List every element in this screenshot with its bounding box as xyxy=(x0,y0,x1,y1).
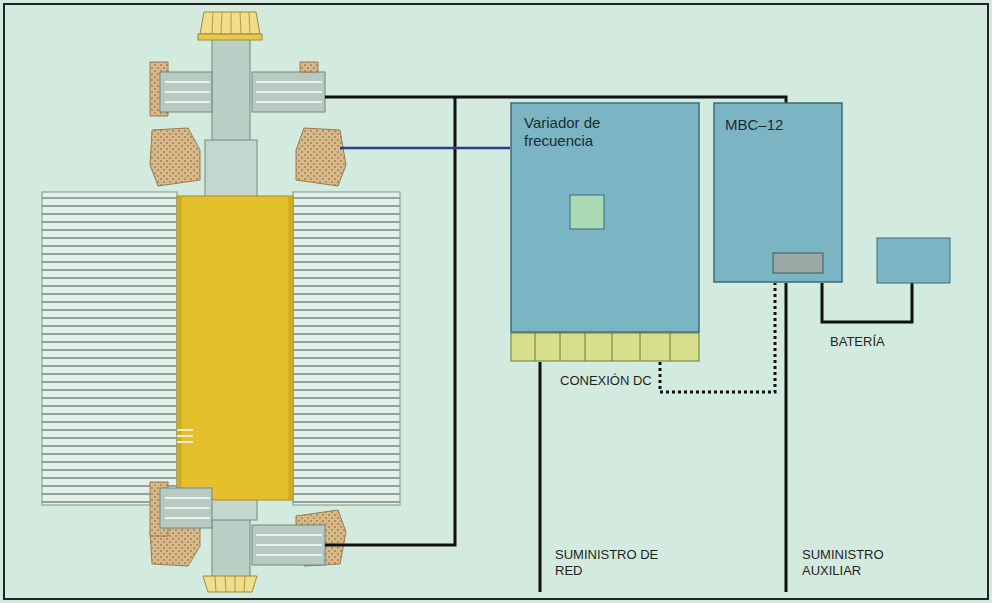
frequency-drive-box: Variador de frecuencia xyxy=(510,102,700,362)
battery-box xyxy=(877,238,950,283)
box-title: MBC–12 xyxy=(725,116,835,134)
supply-label: SUMINISTRO AUXILIAR xyxy=(800,547,899,579)
box-title: Variador de frecuencia xyxy=(524,114,644,150)
connection-label: CONEXIÓN DC xyxy=(558,373,654,389)
controller-box: MBC–12 xyxy=(713,102,843,283)
supply-label: SUMINISTRO DE RED xyxy=(553,547,675,579)
battery-label: BATERÍA xyxy=(828,334,887,350)
